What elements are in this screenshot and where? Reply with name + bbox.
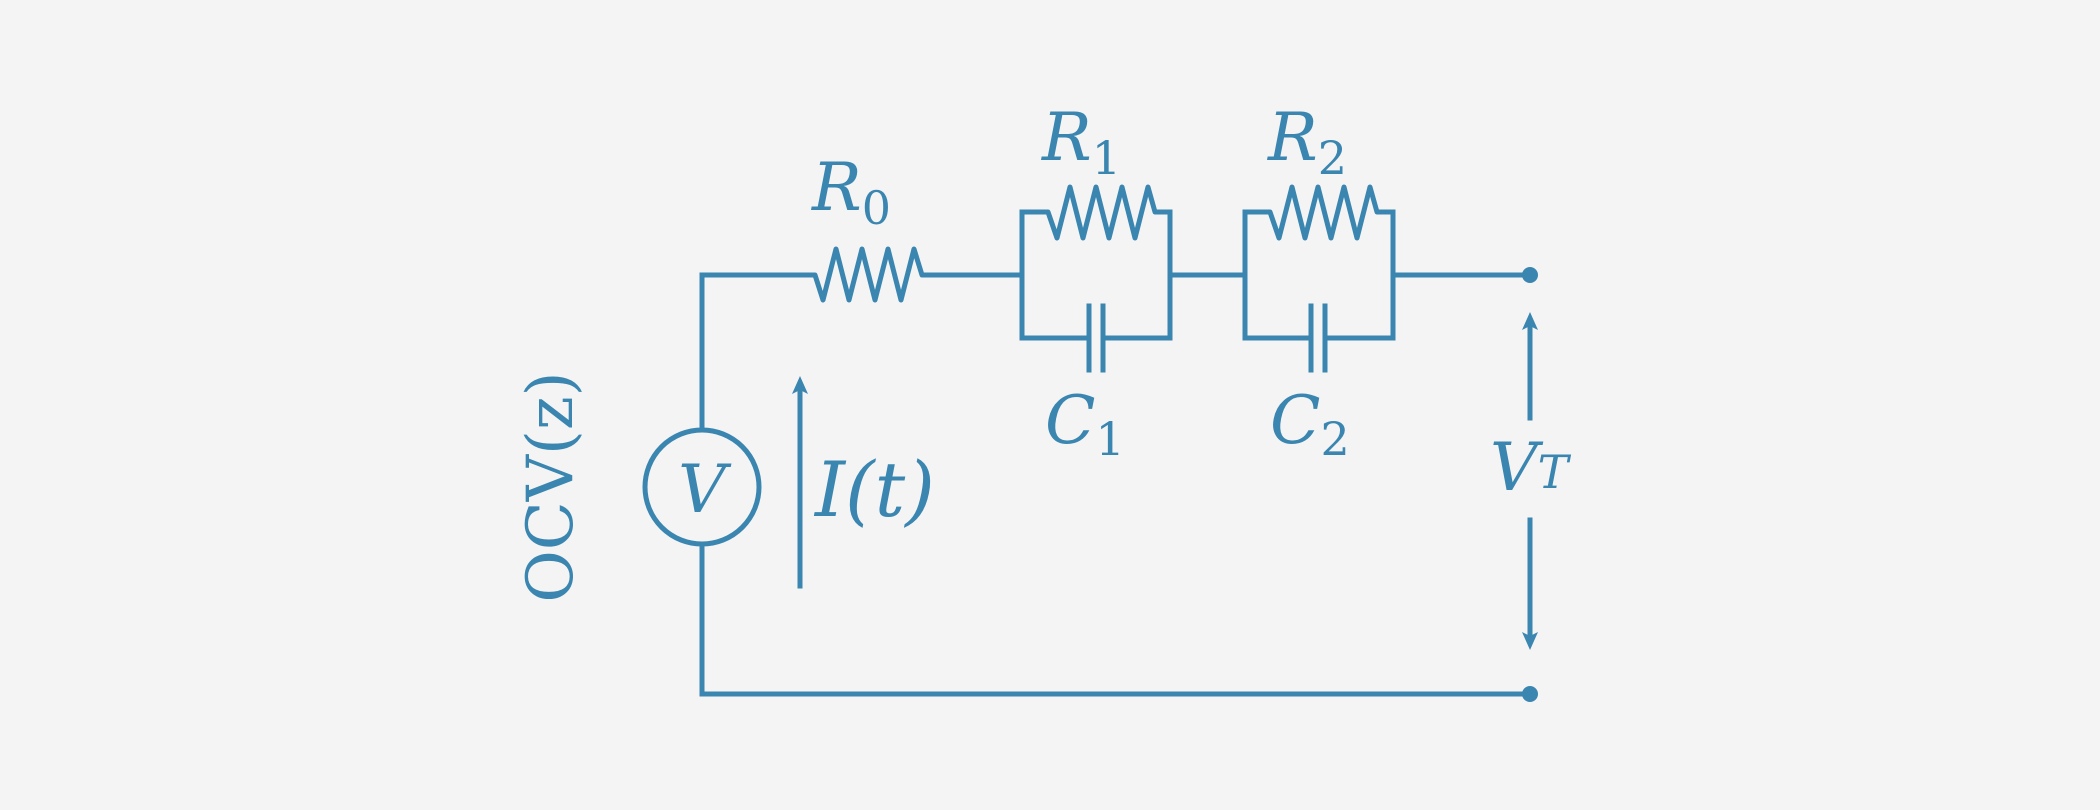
label-c1: C1 [1045, 382, 1125, 466]
label-r0-main: R [811, 149, 862, 226]
capacitor-c2-plates [1308, 303, 1328, 373]
label-r2-sub: 2 [1318, 131, 1347, 185]
current-arrow-head [792, 376, 808, 394]
label-r1: R1 [1041, 99, 1121, 185]
label-r0-sub: 0 [862, 181, 891, 235]
label-vt-sub: T [1538, 445, 1572, 499]
label-ocv: OCV(z) [514, 371, 588, 602]
label-c2-sub: 2 [1321, 412, 1350, 466]
label-current: I(t) [813, 445, 935, 534]
label-c1-main: C [1045, 382, 1096, 459]
source-label: V [678, 451, 732, 528]
vt-arrow-down-head [1522, 632, 1538, 650]
capacitor-c1-plates [1086, 303, 1106, 373]
label-r0: R0 [811, 149, 891, 235]
voltage-source: V [642, 399, 762, 575]
resistor-r0 [790, 246, 941, 303]
terminal-top [1522, 267, 1538, 283]
terminal-bottom [1522, 686, 1538, 702]
label-r2: R2 [1267, 99, 1347, 185]
resistor-r1 [1019, 184, 1173, 241]
vt-arrow-up-head [1522, 312, 1538, 330]
label-vt-main: V [1490, 429, 1544, 506]
label-c2: C2 [1270, 382, 1350, 466]
resistor-r2 [1242, 184, 1396, 241]
current-arrow [792, 376, 808, 589]
label-r1-main: R [1041, 99, 1092, 176]
label-r1-sub: 1 [1092, 131, 1121, 185]
rc-pair-1 [1019, 184, 1173, 373]
rc-pair-2 [1242, 184, 1396, 373]
label-vt: VT [1490, 429, 1572, 506]
label-r2-main: R [1267, 99, 1318, 176]
label-c1-sub: 1 [1096, 412, 1125, 466]
label-c2-main: C [1270, 382, 1321, 459]
terminal-voltage-arrows [1522, 312, 1538, 650]
